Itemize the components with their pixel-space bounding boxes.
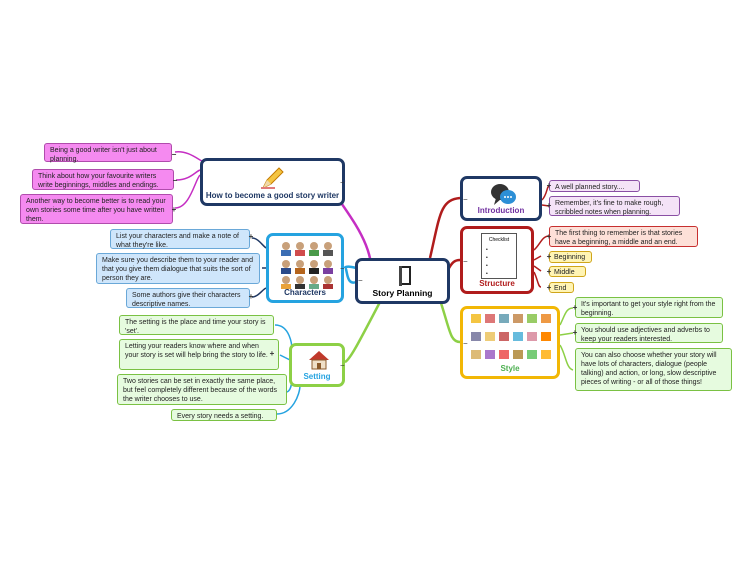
people-icon <box>281 242 333 289</box>
topic-characters[interactable]: Characters <box>266 233 344 303</box>
expand-toggle-style-1[interactable]: + <box>572 303 578 312</box>
note-structure-middle[interactable]: Middle <box>549 266 586 277</box>
expand-toggle-setting-2[interactable]: + <box>269 349 275 358</box>
topic-setting[interactable]: Setting <box>289 343 345 387</box>
note-structure-1[interactable]: The first thing to remember is that stor… <box>549 226 698 247</box>
collapse-toggle-characters[interactable]: − <box>340 264 345 273</box>
expand-toggle-how-to-2[interactable]: − <box>172 176 178 185</box>
topic-introduction[interactable]: Introduction <box>460 176 542 221</box>
collapse-toggle-setting[interactable]: − <box>340 361 345 370</box>
note-structure-beginning[interactable]: Beginning <box>549 251 592 263</box>
topic-structure-title: Structure <box>479 279 515 288</box>
expand-toggle-structure-middle[interactable]: + <box>546 267 552 276</box>
note-setting-4[interactable]: Every story needs a setting. <box>171 409 277 421</box>
note-how-to-2[interactable]: Think about how your favourite writers w… <box>32 169 174 190</box>
book-icon <box>399 266 411 286</box>
expand-toggle-style-2[interactable]: + <box>572 328 578 337</box>
expand-toggle-introduction-2[interactable]: + <box>546 201 552 210</box>
note-characters-2[interactable]: Make sure you describe them to your read… <box>96 253 260 284</box>
collapse-toggle-how-to[interactable]: − <box>340 178 345 187</box>
house-icon <box>309 351 329 370</box>
topic-introduction-title: Introduction <box>477 206 525 215</box>
note-setting-2[interactable]: Letting your readers know where and when… <box>119 339 279 370</box>
central-topic[interactable]: Story Planning <box>355 258 450 304</box>
checklist-label: Checklist <box>488 237 510 243</box>
expand-toggle-how-to-1[interactable]: − <box>171 150 177 159</box>
note-introduction-2[interactable]: Remember, it's fine to make rough, scrib… <box>549 196 680 216</box>
central-topic-title: Story Planning <box>372 288 433 298</box>
note-style-3[interactable]: You can also choose whether your story w… <box>575 348 732 391</box>
checklist-icon: Checklist •••• <box>481 233 517 279</box>
collapse-toggle-introduction[interactable]: − <box>463 195 468 204</box>
pencil-icon <box>261 167 284 190</box>
collapse-toggle-center[interactable]: − <box>358 276 363 285</box>
topic-characters-title: Characters <box>284 288 326 297</box>
note-how-to-3[interactable]: Another way to become better is to read … <box>20 194 173 224</box>
note-setting-1[interactable]: The setting is the place and time your s… <box>119 315 274 335</box>
topic-style[interactable]: Style <box>460 306 560 379</box>
topic-structure[interactable]: Checklist •••• Structure <box>460 226 534 294</box>
expand-toggle-characters-1[interactable]: + <box>248 232 254 241</box>
expand-toggle-introduction-1[interactable]: + <box>546 181 552 190</box>
note-introduction-1[interactable]: A well planned story.... <box>549 180 640 192</box>
expand-toggle-structure-1[interactable]: + <box>546 232 552 241</box>
note-style-2[interactable]: You should use adjectives and adverbs to… <box>575 323 723 343</box>
topic-how-to-title: How to become a good story writer <box>205 191 340 200</box>
speech-bubbles-icon <box>491 184 516 205</box>
collapse-toggle-structure[interactable]: − <box>463 257 468 266</box>
note-characters-3[interactable]: Some authors give their characters descr… <box>126 288 250 308</box>
expand-toggle-how-to-3[interactable]: + <box>171 205 177 214</box>
collapse-toggle-style[interactable]: − <box>463 339 468 348</box>
note-how-to-1[interactable]: Being a good writer isn't just about pla… <box>44 143 172 163</box>
note-setting-3[interactable]: Two stories can be set in exactly the sa… <box>117 374 287 405</box>
expand-toggle-structure-beginning[interactable]: + <box>546 252 552 261</box>
topic-how-to[interactable]: How to become a good story writer <box>200 158 345 206</box>
note-style-1[interactable]: It's important to get your style right f… <box>575 297 723 318</box>
topic-setting-title: Setting <box>303 372 331 381</box>
style-pictures-icon <box>471 314 551 359</box>
expand-toggle-characters-3[interactable]: + <box>248 292 254 301</box>
note-characters-1[interactable]: List your characters and make a note of … <box>110 229 250 249</box>
note-structure-end[interactable]: End <box>549 282 574 293</box>
topic-style-title: Style <box>500 364 520 373</box>
expand-toggle-structure-end[interactable]: + <box>546 283 552 292</box>
